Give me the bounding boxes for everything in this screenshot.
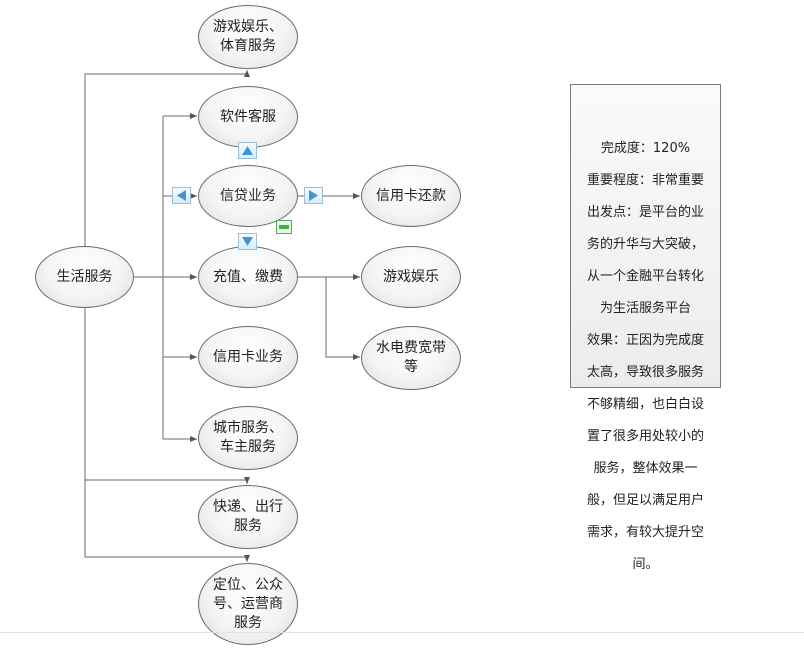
note-line: 务的升华与大突破，: [586, 237, 704, 252]
root-node[interactable]: 生活服务: [35, 246, 134, 308]
node-label: 快递、出行 服务: [213, 499, 283, 534]
connector-root-to-express-travel: [84, 276, 250, 484]
node-credit-card[interactable]: 信用卡业务: [198, 326, 298, 388]
note-line: 出发点：是平台的业: [586, 205, 704, 220]
note-line: 间。: [632, 557, 659, 572]
root-node-label: 生活服务: [56, 268, 113, 285]
node-label: 信用卡业务: [213, 348, 283, 365]
collapse-minus-icon[interactable]: [276, 220, 292, 234]
note-line: 置了很多用处较小的: [586, 429, 704, 444]
note-line: 不够精细，也白白设: [586, 397, 704, 412]
note-line: 完成度：120%: [600, 141, 691, 156]
node-label: 软件客服: [220, 108, 276, 125]
move-left-arrow-icon[interactable]: [172, 187, 191, 204]
node-game-ent[interactable]: 游戏娱乐: [361, 246, 461, 308]
move-right-arrow-icon[interactable]: [304, 187, 323, 204]
connector-root-to-games-sports: [84, 70, 250, 276]
node-label: 定位、公众 号、运营商 服务: [213, 576, 283, 631]
node-label: 信用卡还款: [376, 187, 446, 204]
note-line: 太高，导致很多服务: [586, 365, 704, 380]
note-line: 重要程度：非常重要: [586, 173, 704, 188]
note-line: 效果：正因为完成度: [586, 333, 704, 348]
note-line: 需求，有较大提升空: [586, 525, 704, 540]
node-utilities[interactable]: 水电费宽带 等: [361, 326, 461, 390]
node-location[interactable]: 定位、公众 号、运营商 服务: [198, 563, 298, 645]
node-city-car[interactable]: 城市服务、 车主服务: [198, 406, 298, 470]
node-label: 城市服务、 车主服务: [213, 420, 283, 455]
node-recharge[interactable]: 充值、缴费: [198, 246, 298, 308]
move-up-arrow-icon[interactable]: [238, 142, 257, 159]
node-label: 水电费宽带 等: [376, 340, 446, 375]
node-card-repay[interactable]: 信用卡还款: [361, 165, 461, 227]
note-line: 为生活服务平台: [599, 301, 691, 316]
node-games-sports[interactable]: 游戏娱乐、 体育服务: [198, 5, 298, 69]
node-label: 信贷业务: [220, 187, 276, 204]
connector-root-to-location: [84, 480, 250, 562]
node-label: 游戏娱乐、 体育服务: [213, 19, 283, 54]
node-label: 游戏娱乐: [383, 268, 439, 285]
node-credit[interactable]: 信贷业务: [198, 165, 298, 227]
connector-recharge-to-utilities: [325, 277, 360, 360]
node-software-service[interactable]: 软件客服: [198, 86, 298, 148]
note-line: 服务，整体效果一: [593, 461, 698, 476]
canvas-bottom-divider: [0, 632, 804, 633]
note-box: 完成度：120% 重要程度：非常重要 出发点：是平台的业 务的升华与大突破， 从…: [570, 84, 721, 572]
node-express-travel[interactable]: 快递、出行 服务: [198, 485, 298, 549]
node-label: 充值、缴费: [213, 268, 283, 285]
note-line: 从一个金融平台转化: [586, 269, 704, 284]
note-line: 般，但足以满足用户: [586, 493, 704, 508]
move-down-arrow-icon[interactable]: [238, 233, 257, 250]
